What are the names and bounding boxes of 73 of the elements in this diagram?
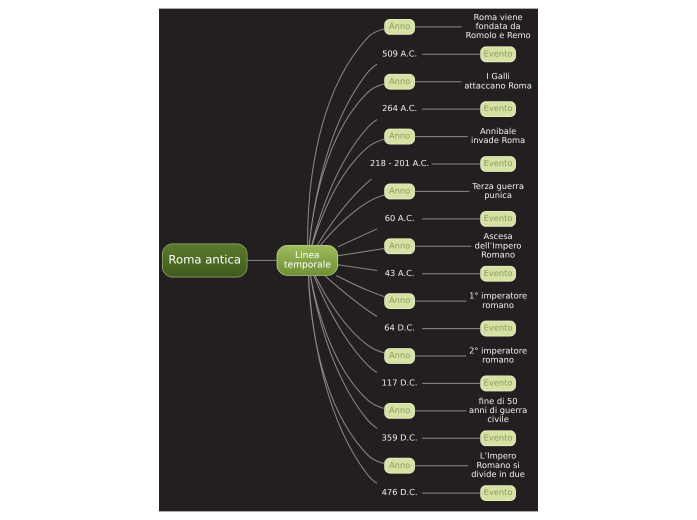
node-box: Evento	[480, 46, 516, 62]
connector	[337, 248, 386, 256]
node-box: Evento	[480, 156, 516, 172]
node-box: Evento	[480, 430, 516, 446]
connector	[308, 83, 386, 246]
node-text: 117 D.C.	[382, 378, 418, 388]
connector	[422, 438, 481, 439]
node-text: fine di 50 anni di guerra civile	[469, 396, 528, 424]
connector	[246, 260, 278, 261]
connector	[311, 119, 378, 246]
node-text: Annibale invade Roma	[471, 126, 526, 146]
connector	[324, 274, 378, 317]
connector	[307, 28, 385, 246]
connector	[422, 108, 481, 110]
node-text: 264 A.C.	[382, 103, 418, 114]
node-text: L’Impero Romano si divide in due	[471, 450, 525, 479]
node-box: Anno	[384, 184, 415, 200]
connector	[336, 275, 385, 298]
node-text: 218 - 201 A.C.	[370, 158, 430, 168]
node-text: 359 D.C.	[382, 432, 418, 442]
node-text: 1° imperatore romano	[469, 290, 528, 310]
node-text: Ascesa dell’Impero Romano	[474, 231, 522, 260]
connector	[337, 264, 378, 272]
connector	[313, 275, 378, 374]
node-box: Evento	[480, 485, 516, 502]
connector	[310, 275, 378, 429]
connector	[414, 190, 470, 192]
node-box: Anno	[384, 74, 415, 90]
connector	[414, 246, 472, 247]
node-box: Anno	[384, 458, 415, 474]
connector	[414, 26, 462, 28]
node-text: I Galli attaccano Roma	[464, 71, 532, 90]
connector	[308, 275, 386, 464]
node-box: Evento	[480, 101, 516, 118]
node-box: Anno	[384, 402, 415, 419]
node-box: Anno	[384, 128, 415, 144]
node-box: Roma antica	[162, 243, 248, 278]
connector	[316, 178, 372, 246]
node-box: Linea temporale	[276, 245, 338, 276]
connector	[414, 136, 468, 138]
connector	[312, 138, 386, 246]
connector	[422, 382, 481, 384]
node-text: Roma viene fondata da Romolo e Remo	[466, 12, 531, 40]
node-text: 60 A.C.	[384, 212, 415, 223]
node-text: 43 A.C.	[384, 268, 415, 278]
node-box: Evento	[480, 320, 516, 336]
connector	[308, 64, 378, 246]
node-box: Anno	[384, 238, 415, 254]
connector	[422, 54, 481, 55]
connector	[414, 81, 462, 82]
node-box: Anno	[384, 348, 415, 364]
node-box: Anno	[384, 293, 415, 310]
connector	[422, 218, 481, 220]
connector	[310, 275, 385, 410]
connector	[414, 465, 469, 466]
node-text: 2° imperatore romano	[469, 346, 528, 365]
node-box: Evento	[480, 376, 516, 392]
connector	[422, 328, 481, 330]
connector	[320, 194, 386, 246]
connector	[337, 228, 378, 248]
node-text: 476 D.C.	[382, 487, 418, 498]
connector	[308, 275, 378, 484]
connector	[314, 274, 386, 354]
connector	[422, 492, 481, 494]
node-box: Evento	[480, 266, 516, 282]
node-text: 64 D.C.	[384, 322, 415, 333]
node-text: 509 A.C.	[382, 48, 418, 58]
connector	[414, 300, 467, 302]
connector	[414, 410, 467, 412]
node-box: Anno	[384, 18, 415, 35]
node-text: Terza guerra punica	[472, 180, 524, 200]
node-box: Evento	[480, 210, 516, 227]
connector	[422, 273, 481, 274]
